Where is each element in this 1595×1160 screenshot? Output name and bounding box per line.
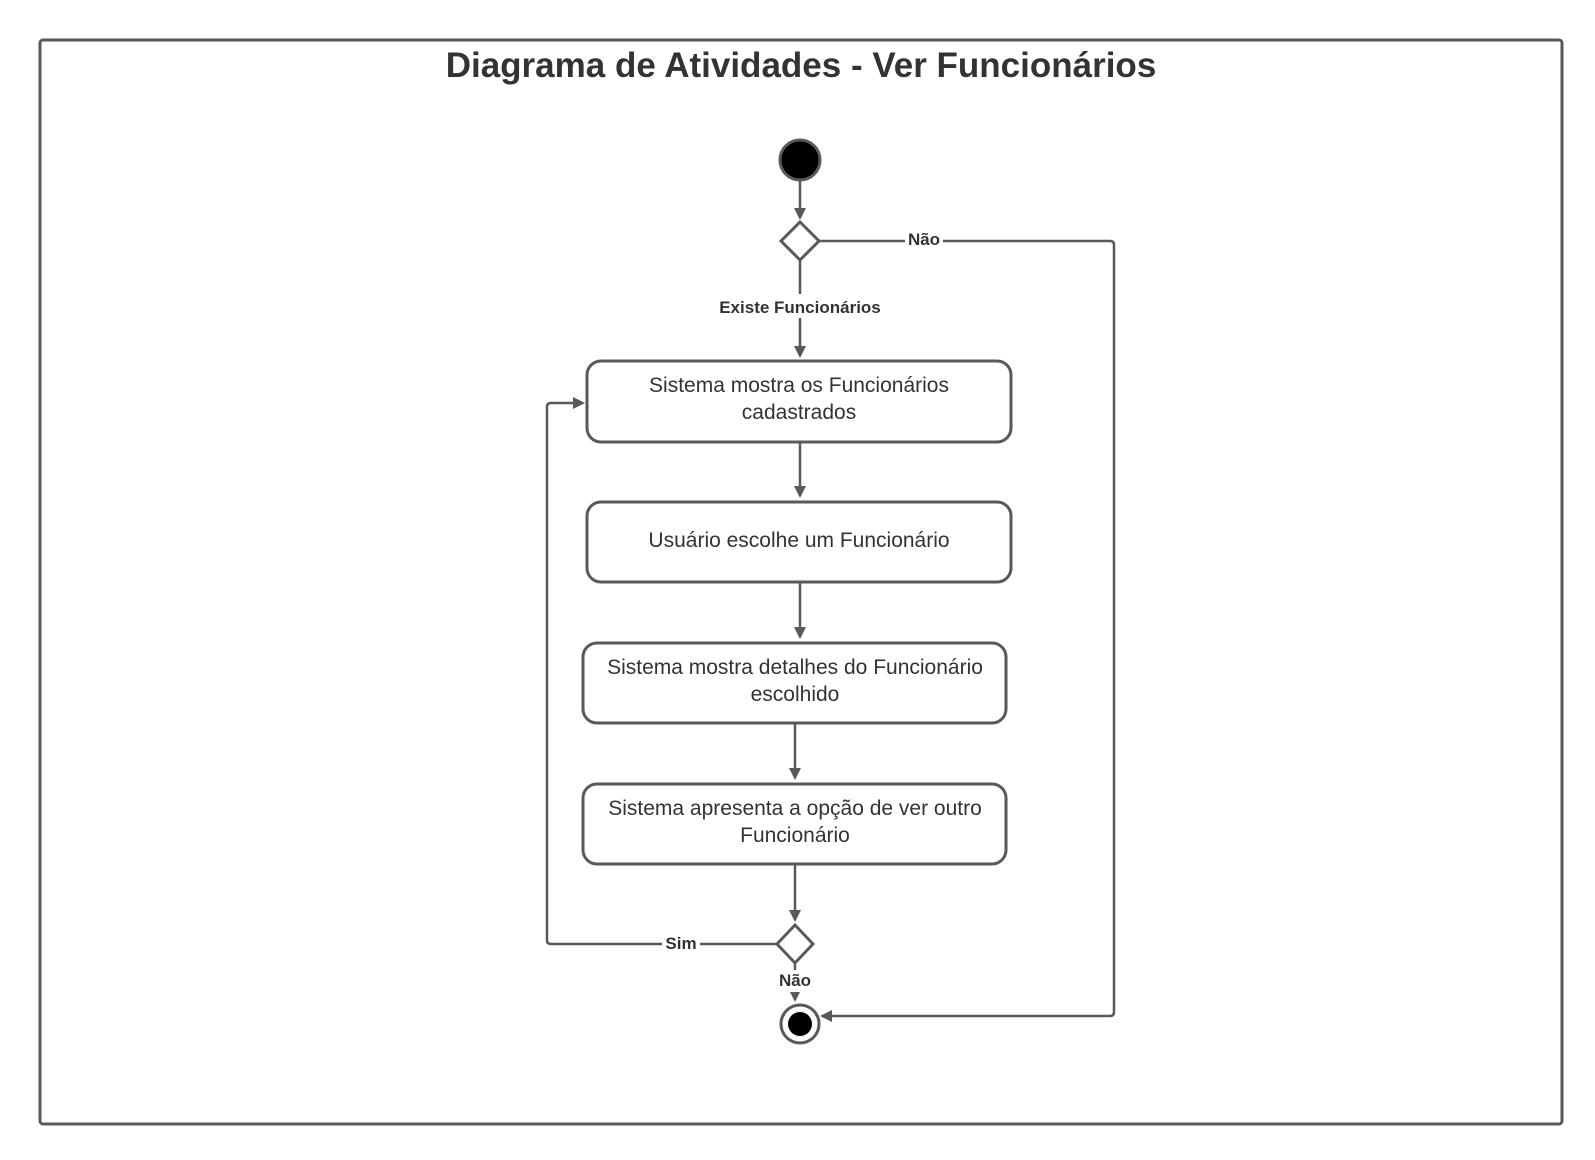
guard-nao-bottom-bg (775, 970, 815, 992)
guard-nao-bottom: Não (779, 971, 811, 990)
activity-1-line-2: cadastrados (742, 401, 856, 424)
guard-sim: Sim (665, 934, 696, 953)
flow-decision-no (819, 239, 1116, 1022)
activity-3-line-2: escolhido (751, 683, 840, 706)
guard-sim-bg (662, 933, 700, 955)
activity-4-line-1: Sistema apresenta a opção de ver outro (608, 797, 982, 820)
initial-node (778, 138, 822, 182)
guard-no-bg (905, 229, 943, 251)
guard-yes-bg (712, 294, 888, 318)
diagram-title: Diagrama de Atividades - Ver Funcionário… (446, 46, 1157, 85)
activity-2-line-1: Usuário escolhe um Funcionário (648, 529, 949, 552)
guard-existe-funcionarios: Existe Funcionários (719, 298, 881, 317)
guard-nao-top: Não (908, 230, 940, 249)
activity-3-line-1: Sistema mostra detalhes do Funcionário (607, 656, 983, 679)
flow-decision-sim-loop (545, 397, 777, 946)
activity-1-line-1: Sistema mostra os Funcionários (649, 374, 949, 397)
activity-4-line-2: Funcionário (740, 824, 850, 847)
final-node (788, 1012, 812, 1036)
